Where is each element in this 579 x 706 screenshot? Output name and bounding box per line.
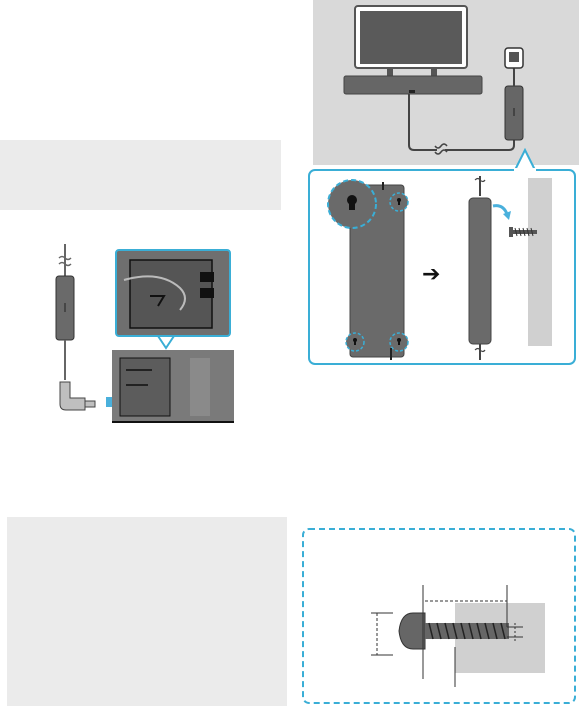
cable-connection-diagram [40, 240, 240, 430]
right-arrow-icon: ➔ [422, 262, 441, 287]
note-panel-bottom [7, 517, 287, 706]
curved-arrow-icon [492, 204, 509, 215]
wall-mount-callout [307, 148, 579, 368]
screw-icon [509, 227, 537, 237]
wall-mount-illustration [308, 148, 576, 365]
tv-soundbar-illustration [313, 0, 579, 165]
screw-spec-callout [301, 527, 577, 705]
cable-connection-illustration [55, 244, 234, 423]
tv-soundbar-scene [313, 0, 579, 165]
screw-spec-illustration [302, 528, 576, 704]
note-panel-top [0, 140, 281, 210]
